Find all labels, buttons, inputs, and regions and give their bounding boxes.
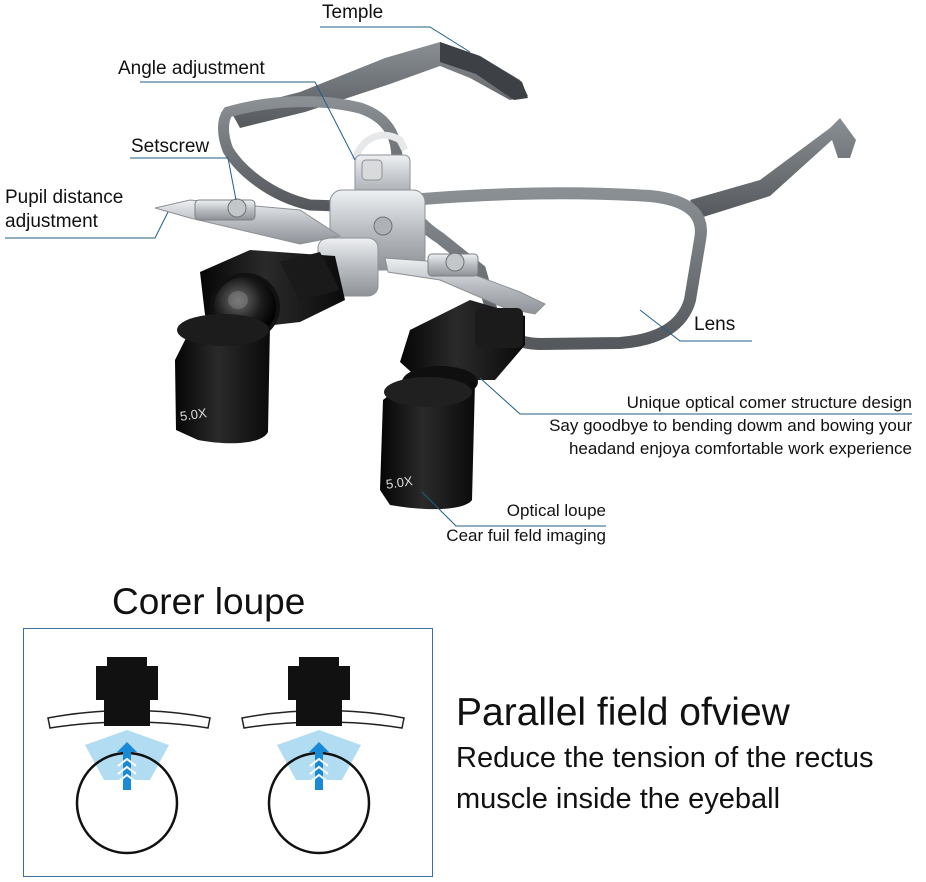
feature-line1: Reduce the tension of the rectus [456, 742, 874, 774]
left-loupe-marking: 5.0X [179, 405, 208, 424]
corner-structure-line2: headand enjoya comfortable work experien… [568, 439, 912, 458]
pupil-distance-label-line1: Pupil distance [5, 187, 124, 208]
angle-adjustment-hinge [317, 154, 426, 297]
diagram-frame [23, 628, 433, 877]
pupil-distance-label-line2: adjustment [5, 211, 98, 232]
cable [351, 131, 409, 162]
corner-structure-title: Unique optical comer structure design [626, 393, 912, 412]
feature-line2: muscle inside the eyeball [456, 783, 781, 815]
temple-label: Temple [322, 2, 384, 23]
left-loupe [175, 250, 345, 444]
right-loupe-marking: 5.0X [385, 473, 414, 492]
feature-title: Parallel field ofview [456, 691, 790, 734]
callout-lines [5, 26, 912, 527]
corner-structure-line1: Say goodbye to bending dowm and bowing y… [549, 416, 912, 435]
optical-loupe-sub: Cear fuil feld imaging [446, 526, 606, 545]
lens-label: Lens [694, 314, 736, 335]
optical-loupe-title: Optical loupe [506, 501, 606, 520]
setscrew-right [445, 252, 465, 272]
corner-loupe-diagram-right [241, 657, 405, 855]
setscrew-label: Setscrew [131, 136, 210, 157]
angle-adjustment-label: Angle adjustment [118, 58, 265, 79]
diagram-title: Corer loupe [112, 581, 306, 622]
right-lens-frame [403, 187, 707, 351]
pupil-distance-bar [154, 198, 546, 315]
right-loupe [380, 300, 525, 510]
corner-loupe-diagram-left [47, 657, 211, 855]
setscrew-left [227, 198, 247, 218]
right-temple-arm [690, 118, 856, 218]
